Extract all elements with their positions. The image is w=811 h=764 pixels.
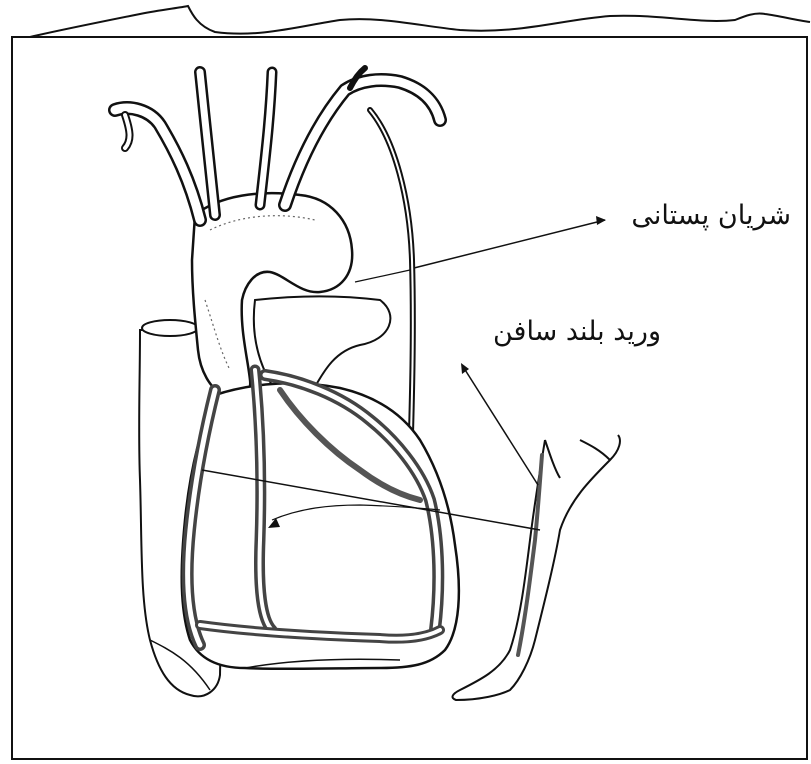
leg-outline xyxy=(453,435,620,700)
label-internal-mammary-artery: شریان پستانی xyxy=(631,202,791,229)
top-edge-line xyxy=(30,6,810,37)
leader-line-artery xyxy=(355,216,606,282)
label-great-saphenous-vein: ورید بلند سافن xyxy=(493,318,661,345)
